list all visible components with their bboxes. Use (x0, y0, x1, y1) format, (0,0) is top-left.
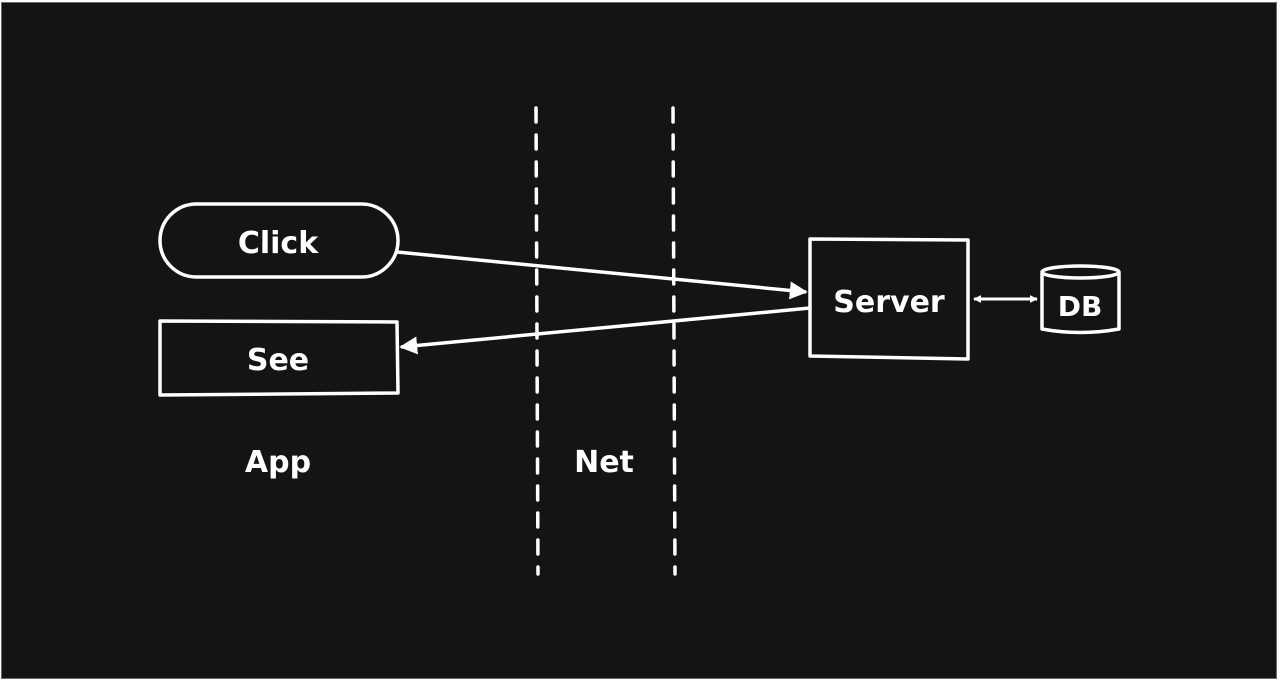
server-node-label: Server (833, 285, 945, 320)
see-node: See (158, 319, 400, 397)
click-to-server-arrow (396, 250, 808, 300)
click-node-label: Click (238, 226, 319, 261)
click-node: Click (158, 202, 400, 279)
server-node: Server (808, 237, 970, 361)
app-zone-label: App (245, 445, 311, 480)
server-to-see-arrow (399, 306, 811, 355)
net-zone-label: Net (574, 445, 634, 480)
db-node-label: DB (1058, 290, 1103, 323)
see-node-label: See (247, 343, 309, 378)
db-node: DB (1040, 264, 1121, 335)
net-boundary-right (671, 106, 677, 576)
net-boundary-left (534, 106, 540, 576)
